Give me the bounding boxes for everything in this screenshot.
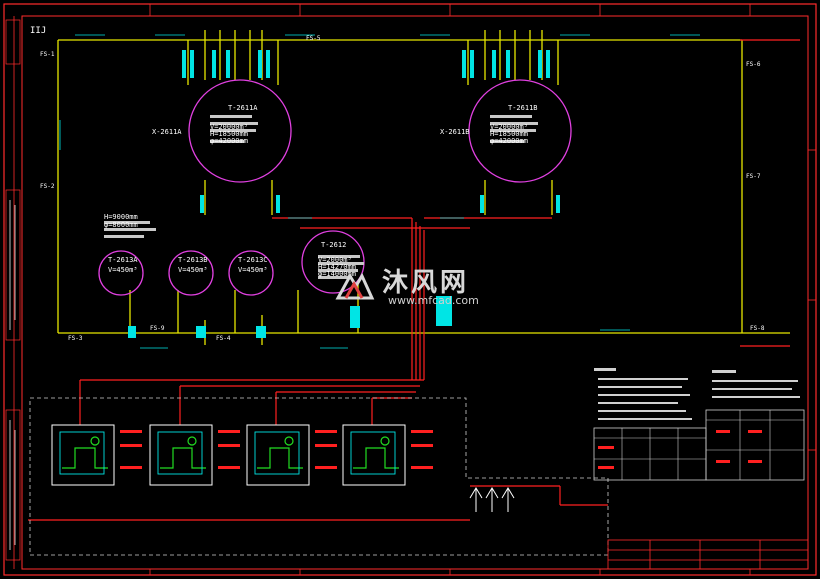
legend-table-grid: [706, 410, 804, 480]
pump-skids: [51, 424, 406, 486]
notes-table-grid: [594, 428, 706, 480]
tank-t2613a-volume: V=450m³: [108, 266, 138, 274]
control-room-area: [29, 397, 609, 556]
tank-t2611b-volume: V=20000m³: [490, 123, 528, 131]
tank-t2613c-tag: T-2613C: [238, 256, 268, 264]
legend-table: [705, 409, 805, 481]
line-tag-fs7: FS-7: [746, 173, 761, 180]
tank-t2611a-volume: V=20000m³: [210, 123, 248, 131]
notes-block: [594, 368, 692, 420]
line-tag-fs9: FS-9: [150, 325, 165, 332]
tank-t2613b-shell: [168, 250, 214, 296]
line-tag-fs8: FS-8: [750, 325, 765, 332]
left-strip-text-lines: [9, 200, 16, 550]
tank-t2612-diameter: φ=14000mm: [318, 270, 356, 278]
tank-t2613a-tag: T-2613A: [108, 256, 138, 264]
watermark-text: 沐风网: [382, 268, 470, 298]
arrow-markers: [469, 487, 515, 512]
tank-t2613c-volume: V=450m³: [238, 266, 268, 274]
inner-frame: [21, 15, 809, 570]
tank-t2611a-diameter: φ=42000mm: [210, 137, 248, 145]
side-tag-x2611a: X-2611A: [152, 128, 182, 136]
tank-t2611b-shell: [468, 79, 572, 183]
pump-cyan-frames: [59, 431, 396, 475]
spec-note-diameter: φ=8000mm: [104, 221, 138, 229]
tank-t2612-volume: V=2000m³: [318, 256, 352, 264]
text-blocks: [104, 115, 538, 279]
tank-t2613b-volume: V=450m³: [178, 266, 208, 274]
red-process-lines: [28, 39, 800, 521]
line-tag-fs6: FS-6: [746, 61, 761, 68]
line-tag-fs3: FS-3: [68, 335, 83, 342]
tank-t2613b-tag: T-2613B: [178, 256, 208, 264]
watermark-logo-icon: [335, 272, 375, 300]
line-tag-fs4: FS-4: [216, 335, 231, 342]
tank-t2611b-height: H=18500mm: [490, 130, 528, 138]
tank-t2611b-tag: T-2611B: [508, 104, 538, 112]
side-tag-x2611b: X-2611B: [440, 128, 470, 136]
tank-t2613a-shell: [98, 250, 144, 296]
tank-shapes: [98, 79, 572, 296]
watermark: 沐风网 www.mfcad.com: [330, 262, 490, 314]
line-tag-fs5: FS-5: [306, 35, 321, 42]
tank-t2611a-shell: [188, 79, 292, 183]
line-tag-fs1: FS-1: [40, 51, 55, 58]
watermark-url: www.mfcad.com: [388, 294, 479, 307]
main-yellow-loop: [57, 30, 790, 345]
annotation-strokes: [59, 34, 700, 349]
tank-t2611b-diameter: φ=42000mm: [490, 137, 528, 145]
tank-t2611a-height: H=18500mm: [210, 130, 248, 138]
left-title-strip: [5, 19, 21, 561]
outer-frame: [3, 3, 817, 576]
legend-red-marks: [598, 430, 762, 469]
pump-details: [62, 436, 399, 469]
tank-t2611a-tag: T-2611A: [228, 104, 258, 112]
sheet-mark: IIJ: [30, 26, 46, 36]
spec-note-height: H=9000mm: [104, 213, 138, 221]
pump-red-tags: [120, 430, 433, 469]
tank-t2612-height: H=14270mm: [318, 263, 356, 271]
instrument-marks: [128, 50, 560, 338]
legend-text: [712, 370, 800, 398]
line-tag-fs2: FS-2: [40, 183, 55, 190]
tank-t2612-tag: T-2612: [321, 241, 346, 249]
title-block: [607, 539, 809, 570]
tank-t2613c-shell: [228, 250, 274, 296]
frame-ticks: [149, 4, 816, 575]
